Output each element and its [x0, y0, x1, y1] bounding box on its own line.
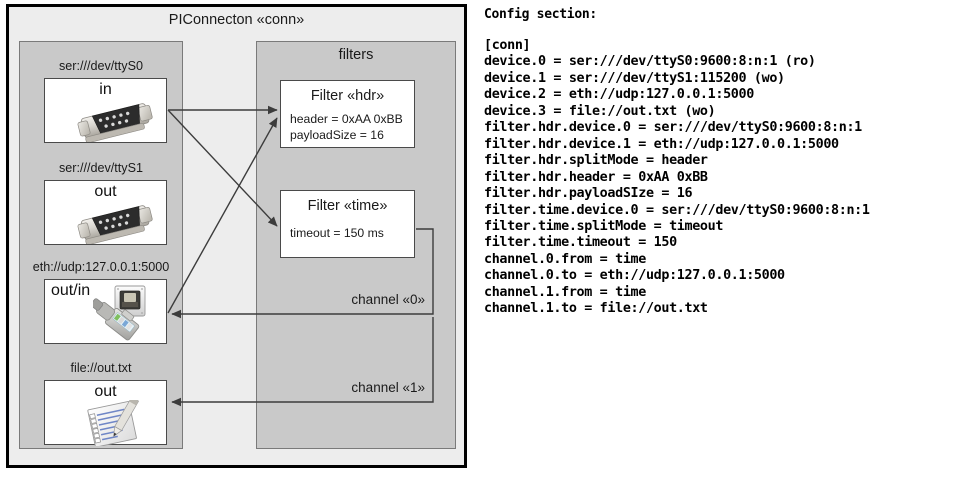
filter-hdr-prop-payloadsize: payloadSize = 16 — [290, 128, 384, 142]
filters-group-title: filters — [338, 47, 374, 63]
config-pane: Config section: [conn] device.0 = ser://… — [481, 0, 964, 484]
filter-time-prop-timeout: timeout = 150 ms — [290, 226, 384, 240]
filter-time-title: Filter «time» — [307, 198, 388, 214]
device-direction-file: out — [94, 383, 117, 400]
channel-1-connector — [171, 317, 434, 407]
device-box-ttys1[interactable]: out — [44, 180, 167, 245]
device-box-ttys0[interactable]: in — [44, 78, 167, 143]
device-box-file[interactable]: out — [44, 380, 167, 446]
arrow-eth-to-hdr — [167, 117, 278, 314]
device-box-eth[interactable]: out/in — [44, 279, 167, 344]
filter-box-time[interactable]: Filter «time» timeout = 150 ms — [280, 190, 415, 258]
filter-hdr-title: Filter «hdr» — [310, 88, 385, 104]
port-label-ttys0: ser:///dev/ttyS0 — [59, 59, 143, 73]
filter-box-hdr[interactable]: Filter «hdr» header = 0xAA 0xBB payloadS… — [280, 80, 415, 148]
port-label-ttys1: ser:///dev/ttyS1 — [59, 161, 143, 175]
ethernet-rj45-icon — [93, 285, 146, 341]
device-direction-eth: out/in — [51, 282, 91, 299]
channel-0-connector — [171, 228, 434, 319]
device-direction-ttys0: in — [99, 81, 112, 98]
filter-hdr-prop-header: header = 0xAA 0xBB — [290, 112, 403, 126]
config-body-text: [conn] device.0 = ser:///dev/ttyS0:9600:… — [484, 38, 870, 317]
text-document-pencil-icon — [87, 400, 140, 446]
device-direction-ttys1: out — [94, 183, 117, 200]
channel-1-label: channel «1» — [351, 380, 425, 395]
serial-db9-connector-icon — [77, 103, 153, 142]
port-label-file: file://out.txt — [70, 361, 132, 375]
config-heading: Config section: — [484, 7, 597, 22]
channel-0-label: channel «0» — [351, 292, 425, 307]
component-title: PIConnecton «conn» — [168, 12, 305, 28]
serial-db9-connector-icon — [77, 205, 153, 244]
arrow-ttys0-to-time — [167, 109, 278, 227]
connector-overlay — [167, 105, 434, 407]
port-label-eth: eth://udp:127.0.0.1:5000 — [32, 260, 170, 274]
